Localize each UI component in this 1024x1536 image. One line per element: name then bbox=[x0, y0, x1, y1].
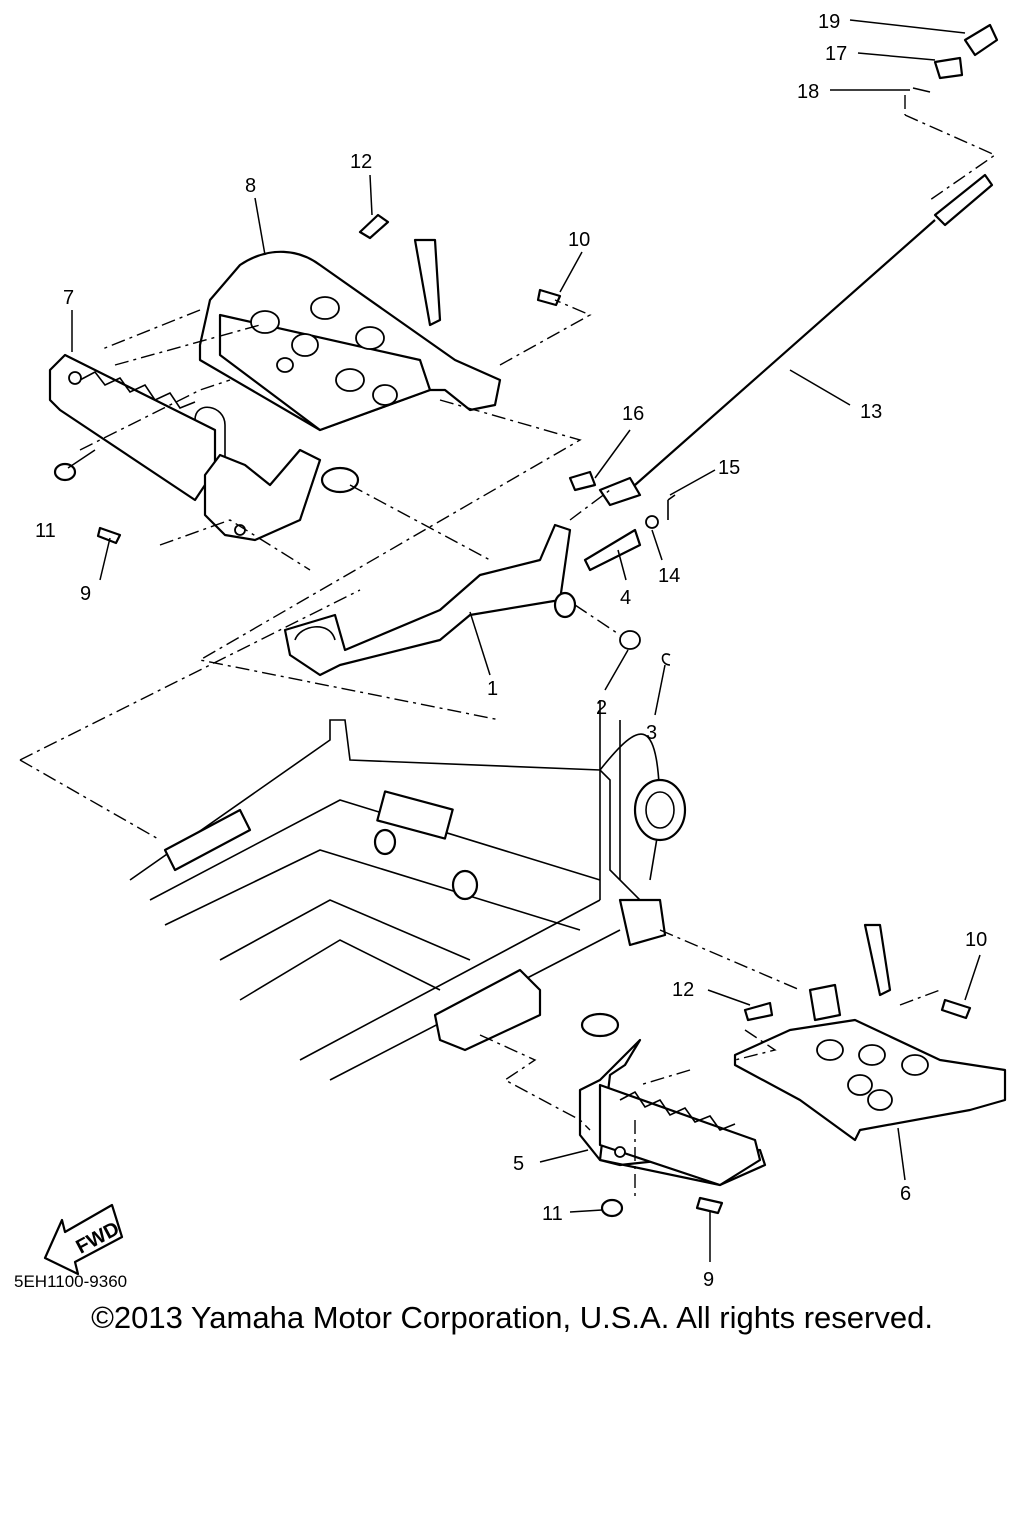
frame-assembly bbox=[129, 700, 687, 1081]
washer-2 bbox=[619, 630, 641, 650]
nut-11-left bbox=[53, 462, 77, 482]
bolt-9-bottom bbox=[695, 1196, 724, 1215]
bolt-9-left bbox=[96, 526, 122, 545]
drawing-code: 5EH1100-9360 bbox=[14, 1272, 127, 1291]
left-footpeg-arm bbox=[203, 448, 360, 542]
spring-4 bbox=[583, 528, 642, 572]
parts-diagram: FWD 19 17 18 12 8 10 7 13 16 15 11 14 4 … bbox=[14, 11, 1007, 1291]
adjuster-parts bbox=[912, 23, 999, 93]
callout-4: 4 bbox=[620, 587, 631, 609]
bolt-10-bottom bbox=[940, 998, 972, 1020]
brake-rod bbox=[634, 173, 994, 486]
callout-9-bottom: 9 bbox=[703, 1269, 714, 1291]
callout-16: 16 bbox=[622, 403, 644, 425]
callout-10-top: 10 bbox=[568, 229, 590, 251]
washer-14 bbox=[645, 515, 659, 529]
brake-pedal bbox=[283, 523, 577, 677]
right-footrest-bracket bbox=[733, 923, 1007, 1142]
callout-17: 17 bbox=[825, 43, 847, 65]
bolt-12-top bbox=[358, 213, 390, 240]
fwd-arrow: FWD bbox=[43, 1203, 124, 1276]
leader-lines bbox=[67, 19, 981, 1262]
callout-11-bottom: 11 bbox=[542, 1203, 563, 1225]
callout-13: 13 bbox=[860, 401, 882, 423]
callout-14: 14 bbox=[658, 565, 680, 587]
callout-numbers: 19 17 18 12 8 10 7 13 16 15 11 14 4 9 1 … bbox=[35, 11, 987, 1291]
pin-15 bbox=[667, 494, 676, 520]
callout-9-left: 9 bbox=[80, 583, 91, 605]
spring-18 bbox=[912, 87, 931, 93]
joint-17 bbox=[933, 56, 964, 80]
callout-12-top: 12 bbox=[350, 151, 372, 173]
callout-18: 18 bbox=[797, 81, 819, 103]
left-footpeg bbox=[48, 353, 226, 502]
fasteners bbox=[53, 213, 972, 1218]
nut-19 bbox=[963, 23, 999, 57]
callout-10-bottom: 10 bbox=[965, 929, 987, 951]
nut-11-bottom bbox=[600, 1198, 624, 1218]
copyright-notice: ©2013 Yamaha Motor Corporation, U.S.A. A… bbox=[91, 1300, 933, 1335]
bolt-10-top bbox=[536, 288, 562, 307]
pin-16 bbox=[568, 470, 597, 492]
callout-2: 2 bbox=[596, 697, 607, 719]
callout-12-bottom: 12 bbox=[672, 979, 694, 1001]
callout-11-left: 11 bbox=[35, 520, 56, 542]
callout-8: 8 bbox=[245, 175, 256, 197]
callout-6: 6 bbox=[900, 1183, 911, 1205]
right-footpeg bbox=[578, 1012, 767, 1187]
callout-3: 3 bbox=[646, 722, 657, 744]
callout-15: 15 bbox=[718, 457, 740, 479]
left-footrest-bracket bbox=[198, 238, 502, 432]
callout-7: 7 bbox=[63, 287, 74, 309]
callout-19: 19 bbox=[818, 11, 840, 33]
clip-3 bbox=[661, 653, 671, 666]
joint-16 bbox=[598, 476, 642, 507]
bolt-12-bottom bbox=[743, 1001, 774, 1022]
assembly-lines bbox=[19, 95, 997, 1200]
pedal-small-parts bbox=[568, 470, 676, 666]
callout-5: 5 bbox=[513, 1153, 524, 1175]
callout-1: 1 bbox=[487, 678, 498, 700]
